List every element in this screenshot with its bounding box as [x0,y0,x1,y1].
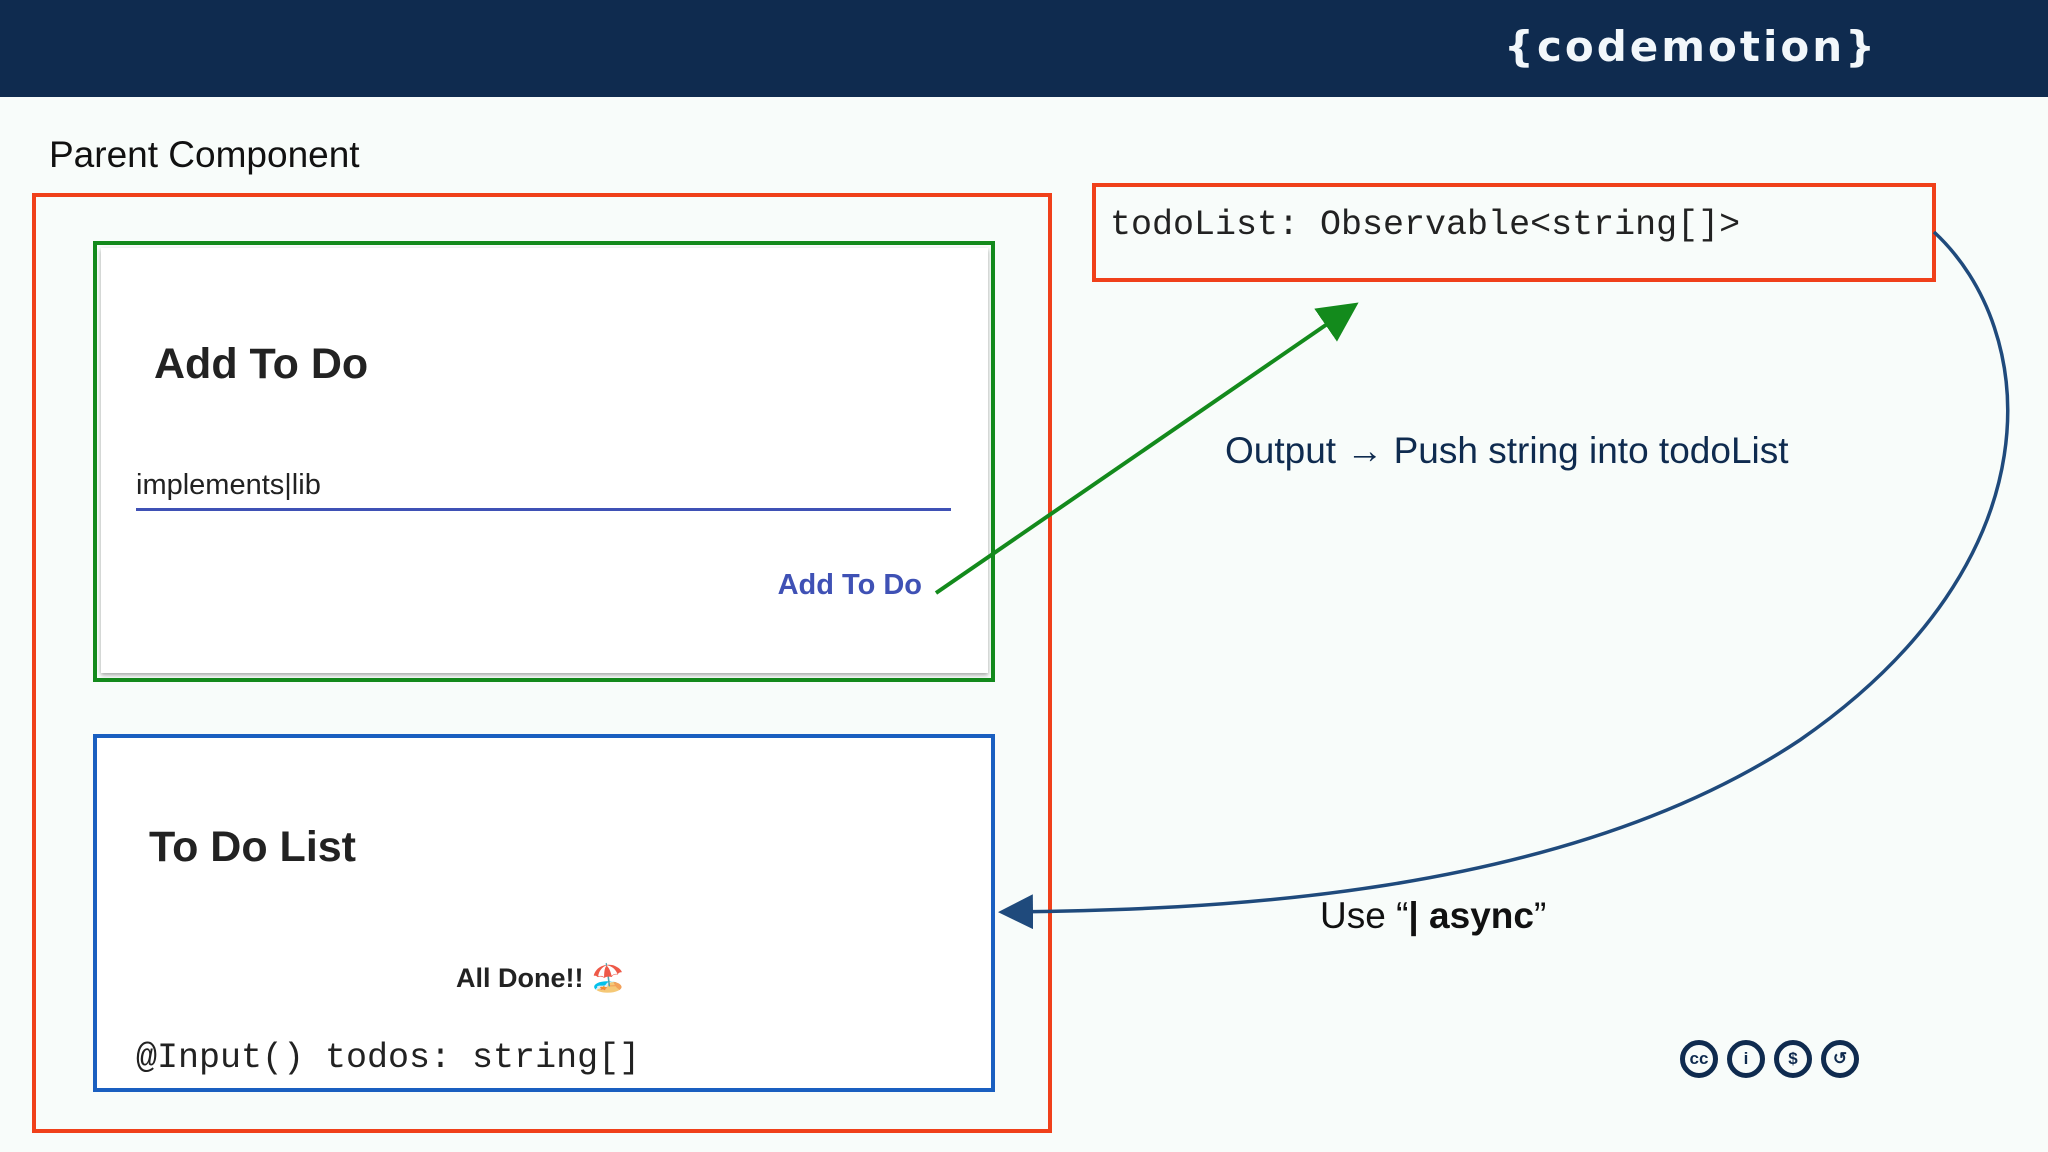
cc-icon: cc [1680,1040,1718,1078]
by-icon: i [1727,1040,1765,1078]
header-bar: {codemotion} [0,0,2048,97]
async-bold: | async [1408,895,1534,936]
codemotion-logo: {codemotion} [1504,22,1878,71]
async-prefix: Use “ [1320,895,1409,936]
add-todo-button[interactable]: Add To Do [770,564,922,606]
state-code-text: todoList: Observable<string[]> [1110,205,1741,245]
output-annotation: Output → Push string into todoList [1225,430,1789,471]
async-arrow [998,230,2010,930]
todo-input[interactable] [136,462,951,511]
add-todo-component-box [93,241,995,682]
sa-icon: ↺ [1821,1040,1859,1078]
parent-component-box [32,193,1052,1133]
todo-list-component-box [93,734,995,1092]
todo-list-title: To Do List [149,823,357,871]
license-icons: cc i $ ↺ [1680,1040,1859,1078]
output-arrow [934,302,1359,595]
add-todo-card [101,248,988,673]
empty-message: All Done!! 🏖️ [456,963,625,993]
async-suffix: ” [1533,895,1547,936]
input-decorator-code: @Input() todos: string[] [136,1038,641,1078]
nc-icon: $ [1774,1040,1812,1078]
add-todo-title: Add To Do [154,340,369,388]
async-annotation: Use “| async” [1320,895,1546,937]
parent-component-label: Parent Component [49,134,360,175]
